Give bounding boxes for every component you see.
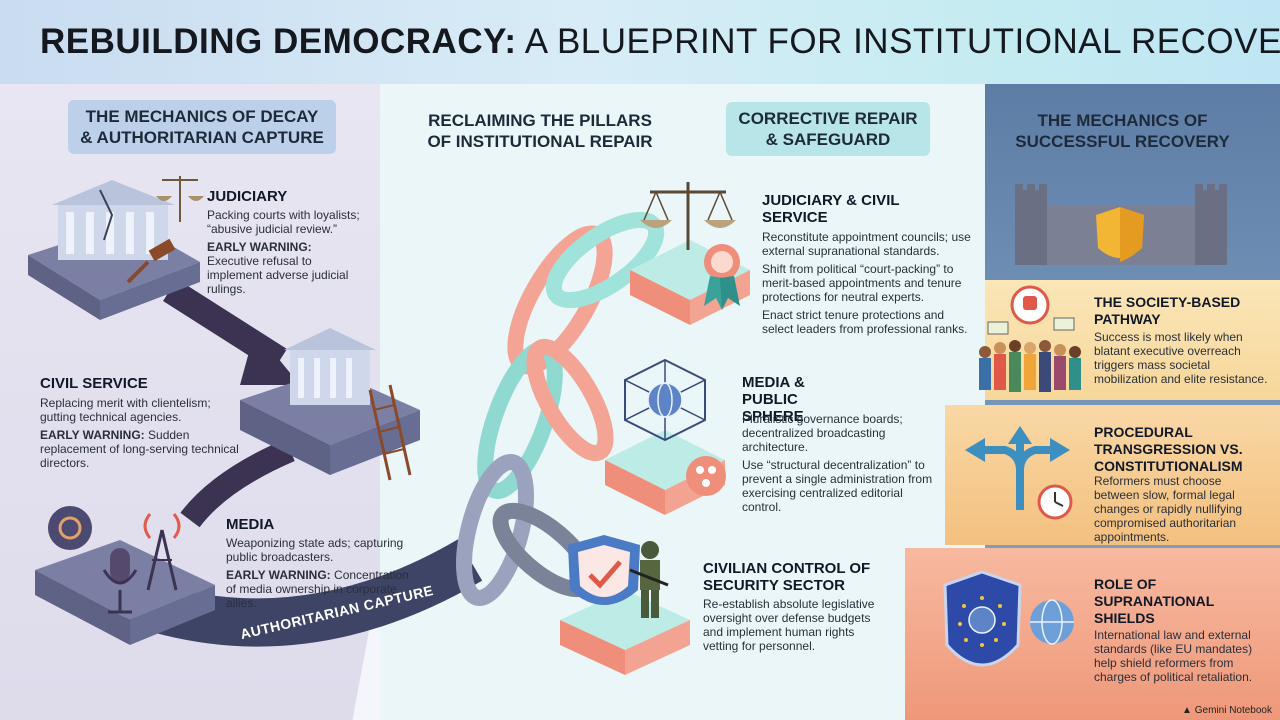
decay-media-title: MEDIA — [226, 516, 275, 533]
warning-text: Concentration of media ownership in corp… — [226, 568, 409, 610]
decay-media-warning: EARLY WARNING: Concentration of media ow… — [226, 568, 411, 610]
watermark-text: Gemini Notebook — [1194, 705, 1272, 716]
network-globe-icon — [624, 358, 706, 442]
repair-judiciary-p3: Enact strict tenure protections and sele… — [762, 308, 968, 336]
decay-judiciary-text: Packing courts with loyalists; “abusive … — [207, 208, 367, 300]
microphone-icon — [102, 548, 138, 614]
decay-civil-body: Replacing merit with clientelism; guttin… — [40, 396, 211, 424]
repair-media-title: MEDIA & PUBLIC SPHERE — [742, 374, 805, 425]
gold-shield-icon — [1096, 207, 1144, 262]
merit-badge-icon — [704, 244, 740, 310]
repair-media-text: Pluralistic governance boards; decentral… — [742, 412, 942, 518]
radio-tower-icon — [143, 513, 181, 591]
decay-civil-title: CIVIL SERVICE — [40, 375, 148, 392]
warning-label: EARLY WARNING: — [226, 568, 331, 582]
scale-icon — [156, 176, 204, 222]
people-group-icon — [686, 456, 726, 496]
recovery-step-2 — [945, 405, 1280, 545]
chain-icon — [456, 211, 665, 606]
decay-arrow-2 — [180, 438, 295, 528]
head-repair: CORRECTIVE REPAIR & SAFEGUARD — [726, 102, 930, 156]
civil-service-building-icon — [240, 328, 420, 475]
warning-text: Executive refusal to implement adverse j… — [207, 254, 349, 296]
surveillance-icon — [48, 506, 92, 550]
decay-judiciary-body: Packing courts with loyalists; “abusive … — [207, 208, 360, 236]
gavel-icon — [126, 238, 176, 284]
decay-media-body: Weaponizing state ads; capturing public … — [226, 536, 404, 564]
decay-judiciary-warning: EARLY WARNING: Executive refusal to impl… — [207, 240, 367, 296]
repair-security-title: CIVILIAN CONTROL OF SECURITY SECTOR — [703, 560, 871, 594]
watermark-logo-icon: ▲ — [1182, 705, 1192, 716]
shield-check-icon — [568, 535, 640, 605]
repair-pedestal-3 — [560, 590, 690, 675]
recovery-procedural-title: PROCEDURAL TRANSGRESSION VS. CONSTITUTIO… — [1094, 424, 1243, 474]
soldier-icon — [629, 541, 669, 618]
repair-media-p2: Use “structural decentralization” to pre… — [742, 458, 933, 514]
decay-civil-text: Replacing merit with clientelism; guttin… — [40, 396, 240, 474]
recovery-society-title: THE SOCIETY-BASED PATHWAY — [1094, 294, 1241, 327]
globe-icon — [1030, 599, 1074, 645]
recovery-supranational-body: International law and external standards… — [1094, 628, 1253, 684]
eu-shield-icon — [943, 570, 1022, 667]
decay-media-text: Weaponizing state ads; capturing public … — [226, 536, 411, 614]
repair-media-p1: Pluralistic governance boards; decentral… — [742, 412, 903, 454]
recovery-procedural-body: Reformers must choose between slow, form… — [1094, 474, 1243, 544]
title-rest: A BLUEPRINT FOR INSTITUTIONAL RECOVERY — [516, 22, 1280, 61]
fork-arrow-icon — [965, 426, 1070, 510]
pillars-background — [380, 84, 990, 720]
warning-label: EARLY WARNING: — [207, 240, 312, 254]
page-title: REBUILDING DEMOCRACY: A BLUEPRINT FOR IN… — [40, 22, 1280, 62]
repair-judiciary-text: Reconstitute appointment councils; use e… — [762, 230, 972, 340]
watermark: ▲ Gemini Notebook — [1182, 705, 1272, 716]
protest-crowd-icon — [979, 317, 1081, 392]
decay-arrow-head-1 — [240, 330, 300, 385]
warning-label: EARLY WARNING: — [40, 428, 145, 442]
recovery-supranational-title: ROLE OF SUPRANATIONAL SHIELDS — [1094, 576, 1215, 626]
repair-judiciary-title: JUDICIARY & CIVIL SERVICE — [762, 192, 900, 226]
title-bar: REBUILDING DEMOCRACY: A BLUEPRINT FOR IN… — [0, 0, 1280, 84]
repair-security-text: Re-establish absolute legislative oversi… — [703, 597, 878, 657]
recovery-society-body: Success is most likely when blatant exec… — [1094, 330, 1268, 386]
decay-civil-warning: EARLY WARNING: Sudden replacement of lon… — [40, 428, 240, 470]
raised-fist-icon — [1010, 285, 1050, 325]
decay-judiciary-title: JUDICIARY — [207, 188, 288, 205]
warning-text: Sudden replacement of long-serving techn… — [40, 428, 239, 470]
head-decay: THE MECHANICS OF DECAY & AUTHORITARIAN C… — [68, 100, 336, 154]
justice-scale-icon — [640, 182, 736, 250]
title-bold: REBUILDING DEMOCRACY: — [40, 22, 517, 61]
broken-courthouse-icon — [28, 180, 200, 320]
head-recovery: THE MECHANICS OF SUCCESSFUL RECOVERY — [1015, 111, 1230, 151]
repair-judiciary-p2: Shift from political “court-packing” to … — [762, 262, 962, 304]
ladder-icon — [368, 384, 412, 481]
repair-judiciary-p1: Reconstitute appointment councils; use e… — [762, 230, 971, 258]
clock-icon — [1037, 484, 1073, 520]
head-pillars: RECLAIMING THE PILLARS OF INSTITUTIONAL … — [427, 111, 653, 151]
repair-security-p1: Re-establish absolute legislative oversi… — [703, 597, 875, 653]
